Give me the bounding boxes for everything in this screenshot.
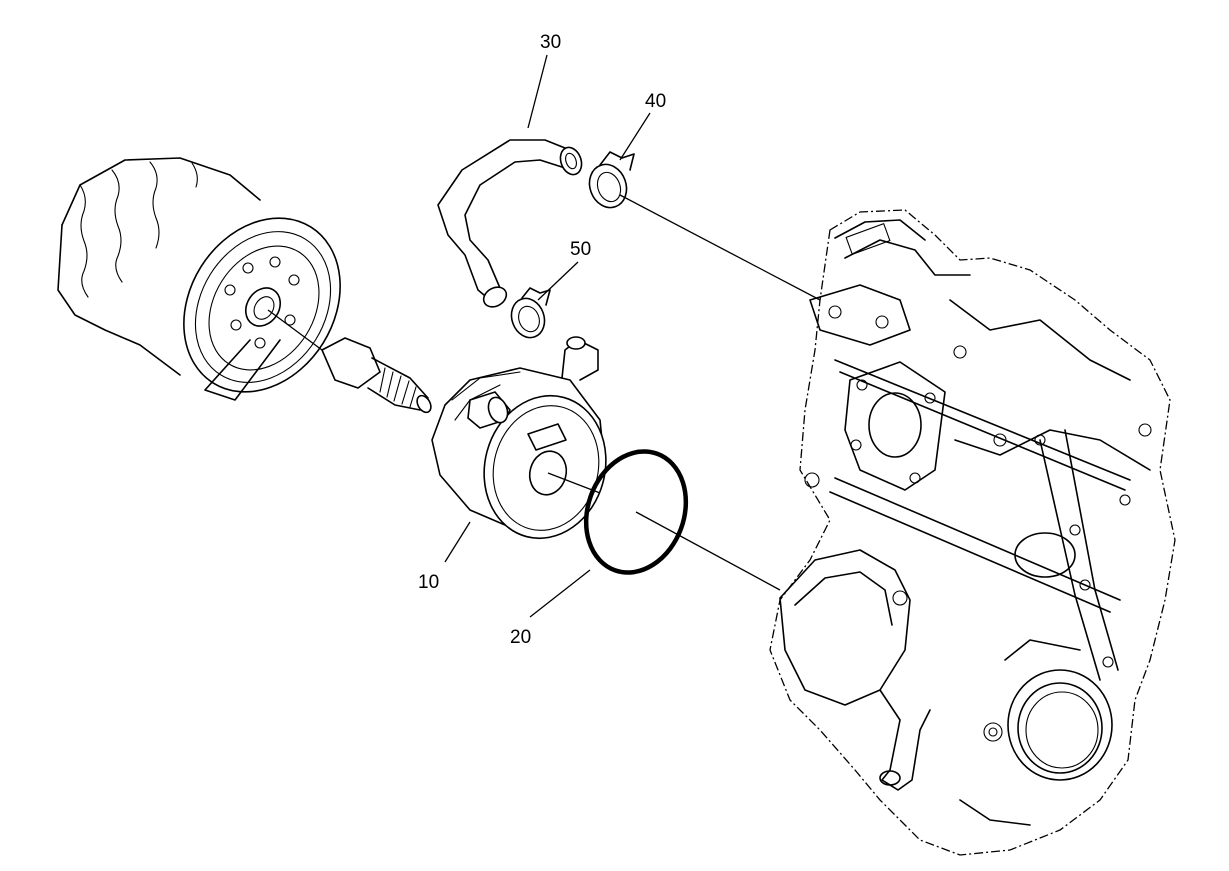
o-ring xyxy=(583,449,689,575)
hose-clamp-40 xyxy=(588,151,635,209)
oil-cooler xyxy=(431,336,607,540)
oil-filter xyxy=(57,157,341,401)
callout-30: 30 xyxy=(540,32,561,53)
alignment-lines xyxy=(267,194,821,591)
callout-20: 20 xyxy=(510,627,531,648)
hose-clamp-50 xyxy=(510,287,551,339)
callout-50: 50 xyxy=(570,239,591,260)
engine-block xyxy=(769,209,1176,856)
hose xyxy=(437,139,583,308)
callout-10: 10 xyxy=(418,572,439,593)
callout-40: 40 xyxy=(645,91,666,112)
center-bolt xyxy=(320,337,432,414)
callout-leaders xyxy=(444,54,651,618)
